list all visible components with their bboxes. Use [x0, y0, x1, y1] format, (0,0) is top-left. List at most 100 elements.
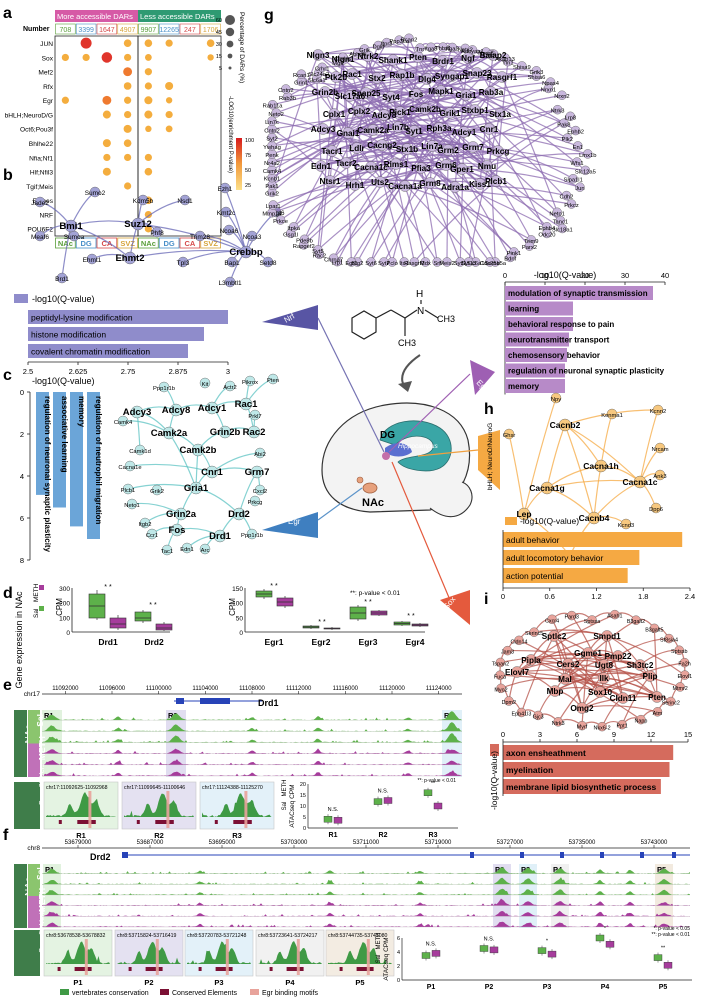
gene-label: Syt6 — [365, 261, 377, 267]
coord-label: 53735000 — [569, 840, 596, 846]
box-xlabel: P1 — [427, 984, 436, 991]
gene-label: Camk2b — [180, 445, 217, 456]
network-edge — [509, 434, 524, 514]
y-tick-label: 150 — [232, 586, 243, 593]
gene-label: Slc6a1 — [308, 78, 326, 84]
size-legend-dot — [229, 67, 232, 70]
gene-label: Cnr1 — [201, 467, 223, 478]
track-label-meth: METH — [37, 888, 47, 912]
gene-label: Bmi1 — [59, 221, 83, 232]
exon — [122, 852, 128, 858]
count-less: 12265 — [159, 27, 179, 34]
dot-more — [62, 54, 69, 61]
gene-label: Ppp1r1b — [153, 386, 175, 392]
gene-label: Hrh1 — [346, 181, 365, 190]
gene-label: Cntn2 — [278, 88, 293, 94]
gene-label: Mal — [558, 675, 572, 684]
chrom-label: chr17 — [24, 691, 41, 698]
gene-label: Nrxn2 — [554, 94, 569, 100]
gene-label: Gsg1l — [283, 232, 298, 238]
count-more: 1647 — [99, 27, 115, 34]
wedge-label-bhlh: bHLH; NeuroD/NeuroG — [487, 423, 494, 490]
network-edge — [601, 414, 612, 466]
box-y-tick: 5 — [303, 815, 306, 821]
dg-dot — [382, 452, 390, 460]
coord-label: 53727000 — [497, 840, 524, 846]
sig-mark: * * — [270, 583, 278, 590]
y-tick-label: 0 — [66, 630, 70, 637]
x-tick-label: 0.6 — [545, 592, 555, 601]
coord-label: 11100000 — [146, 686, 172, 692]
gene-label: Tanc1 — [553, 219, 568, 225]
gene-label: Camk1d — [129, 449, 151, 455]
dot-more — [124, 154, 131, 161]
box-y-tick: 4 — [397, 950, 400, 956]
gene-label: Cldn11 — [610, 694, 637, 703]
gene-label: Grik1 — [440, 109, 461, 118]
gene-label: Slc24a2 — [308, 72, 329, 78]
gene-label: Rac1 — [342, 70, 362, 79]
egr-motif — [244, 791, 247, 828]
dot-less — [145, 82, 152, 89]
gene-label: Fos — [409, 90, 424, 99]
box-sig: N.S. — [378, 789, 389, 795]
gene-label: Pard3 — [565, 615, 579, 621]
sig-mark: * * — [318, 619, 326, 626]
gene-label: Epb41l3 — [512, 711, 532, 717]
x-tick-label: 15 — [684, 730, 692, 739]
motif-label: Rfx — [43, 84, 54, 91]
dot-more — [124, 111, 131, 118]
motif-label: Oct6;Pou3f — [20, 127, 53, 134]
atom-ch3-top: CH3 — [437, 314, 455, 324]
dot-more — [102, 96, 111, 105]
d-ylabel-main: Gene expression in NAc — [14, 591, 24, 689]
y-tick-label: 100 — [232, 601, 243, 608]
dot-less — [144, 111, 152, 119]
motif-label: NRF — [39, 212, 53, 219]
box-legend-meth: METH — [282, 780, 288, 797]
y-tick-label: 2 — [20, 430, 24, 439]
number-label: Number — [23, 26, 50, 33]
gene-label: Grm2 — [437, 146, 459, 155]
box-legend-meth: METH — [376, 933, 382, 950]
panel-letter-g: g — [264, 7, 274, 24]
exon — [600, 852, 604, 858]
box-y-tick: 10 — [300, 804, 306, 810]
box-xlabel: P2 — [485, 984, 494, 991]
gene-label: Npy — [551, 397, 561, 403]
gene-label: Serinc5 — [525, 631, 543, 637]
coord-label: 11116000 — [333, 686, 359, 692]
size-legend-dot — [226, 28, 234, 36]
coord-label: 11120000 — [379, 686, 405, 692]
box-xlabel: P4 — [601, 984, 610, 991]
go-term-label: memory — [508, 382, 540, 391]
box-y-tick: 15 — [300, 793, 306, 799]
dot-less — [165, 82, 173, 90]
y-tick-label: 0 — [20, 388, 24, 397]
gene-label: Tspan2 — [492, 661, 509, 667]
wedge-label-egr-c: Egr — [288, 517, 301, 526]
gene-label: Ccr1 — [146, 533, 158, 539]
gene-label: Rph3a — [426, 124, 451, 133]
label-dg: DG — [380, 430, 395, 441]
gene-label: Egr2 — [312, 637, 331, 647]
motif-label: Egr — [43, 98, 54, 105]
gene-label: Ghsr — [503, 433, 516, 439]
exon — [672, 852, 676, 858]
gene-label: Pipla — [521, 656, 541, 665]
gene-label: Tln1 — [502, 61, 513, 67]
dot-more — [124, 82, 132, 90]
box — [424, 790, 432, 796]
coord-label: 11104000 — [192, 686, 218, 692]
dot-more — [124, 125, 132, 133]
arrow-head — [398, 381, 412, 392]
gene-label: Pmp22 — [605, 652, 632, 661]
signal-track — [42, 877, 690, 884]
coord-label: 53687000 — [137, 840, 164, 846]
